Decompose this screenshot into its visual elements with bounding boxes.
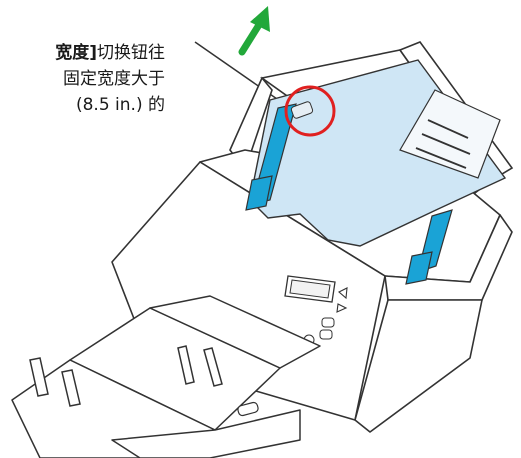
caption-line-2: 固定宽度大于 [63,69,165,89]
panel-button-2[interactable] [319,329,333,340]
output-tray [11,295,321,458]
paper-sheet [249,59,507,247]
tray-stoppers [29,345,223,407]
control-panel [284,275,348,346]
highlight-circle-icon [284,85,336,137]
base-latch [237,401,259,417]
caption-line-1: 宽度]切换钮往 [55,43,165,63]
callout-pointer-line [194,41,291,109]
width-switch[interactable] [290,101,314,119]
direction-arrow-icon [238,6,270,56]
panel-button-1[interactable] [321,317,335,328]
instruction-caption: 宽度]切换钮往 固定宽度大于 (8.5 in.) 的 [0,40,165,118]
right-paper-guide[interactable] [405,209,453,285]
left-paper-guide[interactable] [245,103,297,211]
caption-line-3: (8.5 in.) 的 [75,95,165,115]
